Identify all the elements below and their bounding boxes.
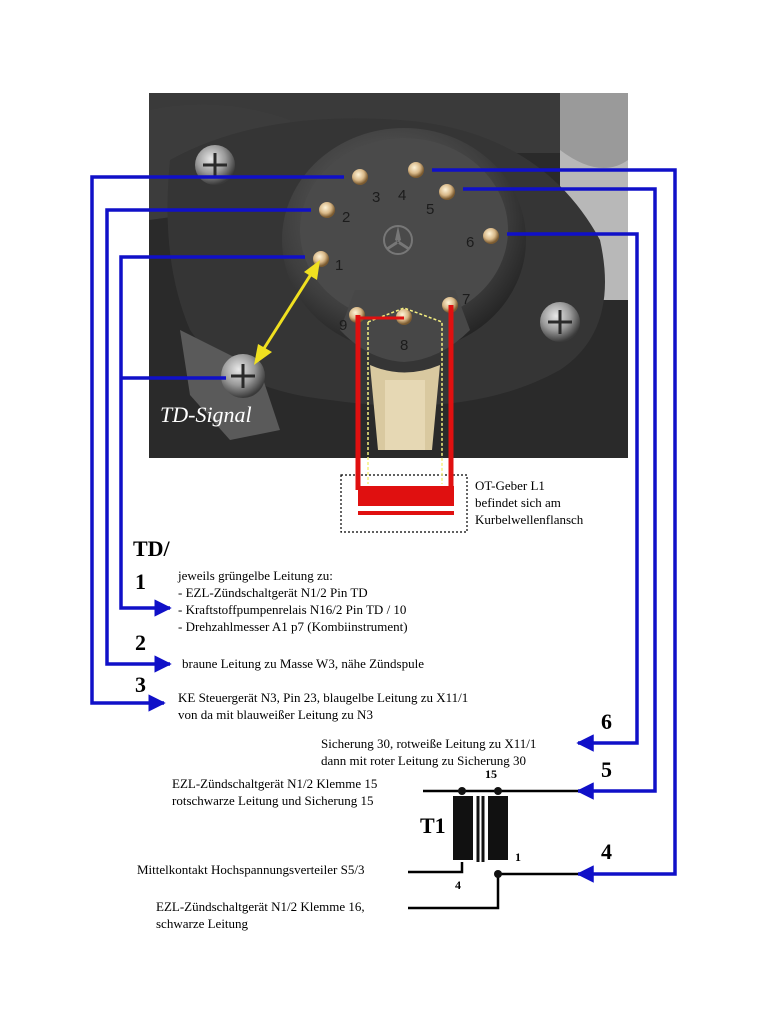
wire-pin5 — [463, 187, 657, 800]
section-1-line-4: - Drehzahlmesser A1 p7 (Kombiinstrument) — [178, 619, 408, 634]
section-6-line-1: Sicherung 30, rotweiße Leitung zu X11/1 — [321, 736, 536, 751]
section-6: 6 Sicherung 30, rotweiße Leitung zu X11/… — [321, 709, 612, 768]
klemme16-line-2: schwarze Leitung — [156, 916, 249, 931]
coil-terminal-1: 1 — [515, 850, 521, 864]
wire-pin2 — [105, 208, 311, 673]
section-4-line-1: Mittelkontakt Hochspannungsverteiler S5/… — [137, 862, 364, 877]
pin-label-3: 3 — [372, 189, 380, 206]
section-1: 1 jeweils grüngelbe Leitung zu: - EZL-Zü… — [135, 568, 408, 634]
section-1-line-2: - EZL-Zündschaltgerät N1/2 Pin TD — [178, 585, 368, 600]
wire-pin1 — [119, 255, 305, 617]
section-2-line-1: braune Leitung zu Masse W3, nähe Zündspu… — [182, 656, 424, 671]
screw-right-icon — [540, 302, 580, 342]
pin-label-9: 9 — [339, 317, 347, 334]
coil-terminal-4: 4 — [455, 878, 461, 892]
td-heading: TD/ — [133, 536, 171, 561]
td-signal-label: TD-Signal — [160, 402, 252, 427]
wire-pin3 — [90, 175, 344, 712]
section-3: 3 KE Steuergerät N3, Pin 23, blaugelbe L… — [135, 672, 468, 722]
section-5: 5 EZL-Zündschaltgerät N1/2 Klemme 15 rot… — [172, 757, 612, 808]
section-1-line-3: - Kraftstoffpumpenrelais N16/2 Pin TD / … — [178, 602, 406, 617]
wire-pin6 — [507, 232, 639, 752]
pin-label-7: 7 — [462, 291, 470, 308]
section-number-1: 1 — [135, 569, 146, 594]
section-3-line-1: KE Steuergerät N3, Pin 23, blaugelbe Lei… — [178, 690, 468, 705]
section-3-line-2: von da mit blauweißer Leitung zu N3 — [178, 707, 373, 722]
td-heading-group: TD/ — [133, 536, 171, 561]
pin-4 — [408, 162, 424, 178]
ot-geber-line2: befindet sich am — [475, 495, 561, 510]
coil-terminal-15: 15 — [485, 767, 497, 781]
yellow-double-arrow — [254, 260, 320, 365]
section-number-2: 2 — [135, 630, 146, 655]
pin-6 — [483, 228, 499, 244]
wire-pin4 — [432, 168, 677, 883]
pin-label-1: 1 — [335, 257, 343, 274]
klemme16-line-1: EZL-Zündschaltgerät N1/2 Klemme 16, — [156, 899, 365, 914]
ot-geber-line3: Kurbelwellenflansch — [475, 512, 584, 527]
pin-5 — [439, 184, 455, 200]
section-1-line-1: jeweils grüngelbe Leitung zu: — [177, 568, 333, 583]
ot-geber-sensor: OT-Geber L1 befindet sich am Kurbelwelle… — [340, 305, 584, 533]
section-5-line-2: rotschwarze Leitung und Sicherung 15 — [172, 793, 373, 808]
pin-3 — [352, 169, 368, 185]
pin-label-5: 5 — [426, 201, 434, 218]
screw-top-left-icon — [195, 145, 235, 185]
section-6-line-2: dann mit roter Leitung zu Sicherung 30 — [321, 753, 526, 768]
section-number-4: 4 — [601, 839, 612, 864]
pin-label-4: 4 — [398, 187, 406, 204]
coil-label: T1 — [420, 813, 446, 838]
ignition-coil-t1: T1 15 1 4 EZL-Zündschaltgerät N1/2 Klemm… — [156, 767, 578, 931]
pin-label-6: 6 — [466, 234, 474, 251]
ot-geber-line1: OT-Geber L1 — [475, 478, 545, 493]
section-number-3: 3 — [135, 672, 146, 697]
pin-label-8: 8 — [400, 337, 408, 354]
connector-photo: 3 4 5 2 6 1 9 8 7 TD-Signal — [149, 93, 628, 458]
section-2: 2 braune Leitung zu Masse W3, nähe Zünds… — [135, 630, 424, 671]
section-number-6: 6 — [601, 709, 612, 734]
pin-2 — [319, 202, 335, 218]
section-5-line-1: EZL-Zündschaltgerät N1/2 Klemme 15 — [172, 776, 377, 791]
section-4: 4 Mittelkontakt Hochspannungsverteiler S… — [137, 839, 612, 877]
section-number-5: 5 — [601, 757, 612, 782]
mercedes-star-icon — [383, 225, 413, 255]
pin-label-2: 2 — [342, 209, 350, 226]
